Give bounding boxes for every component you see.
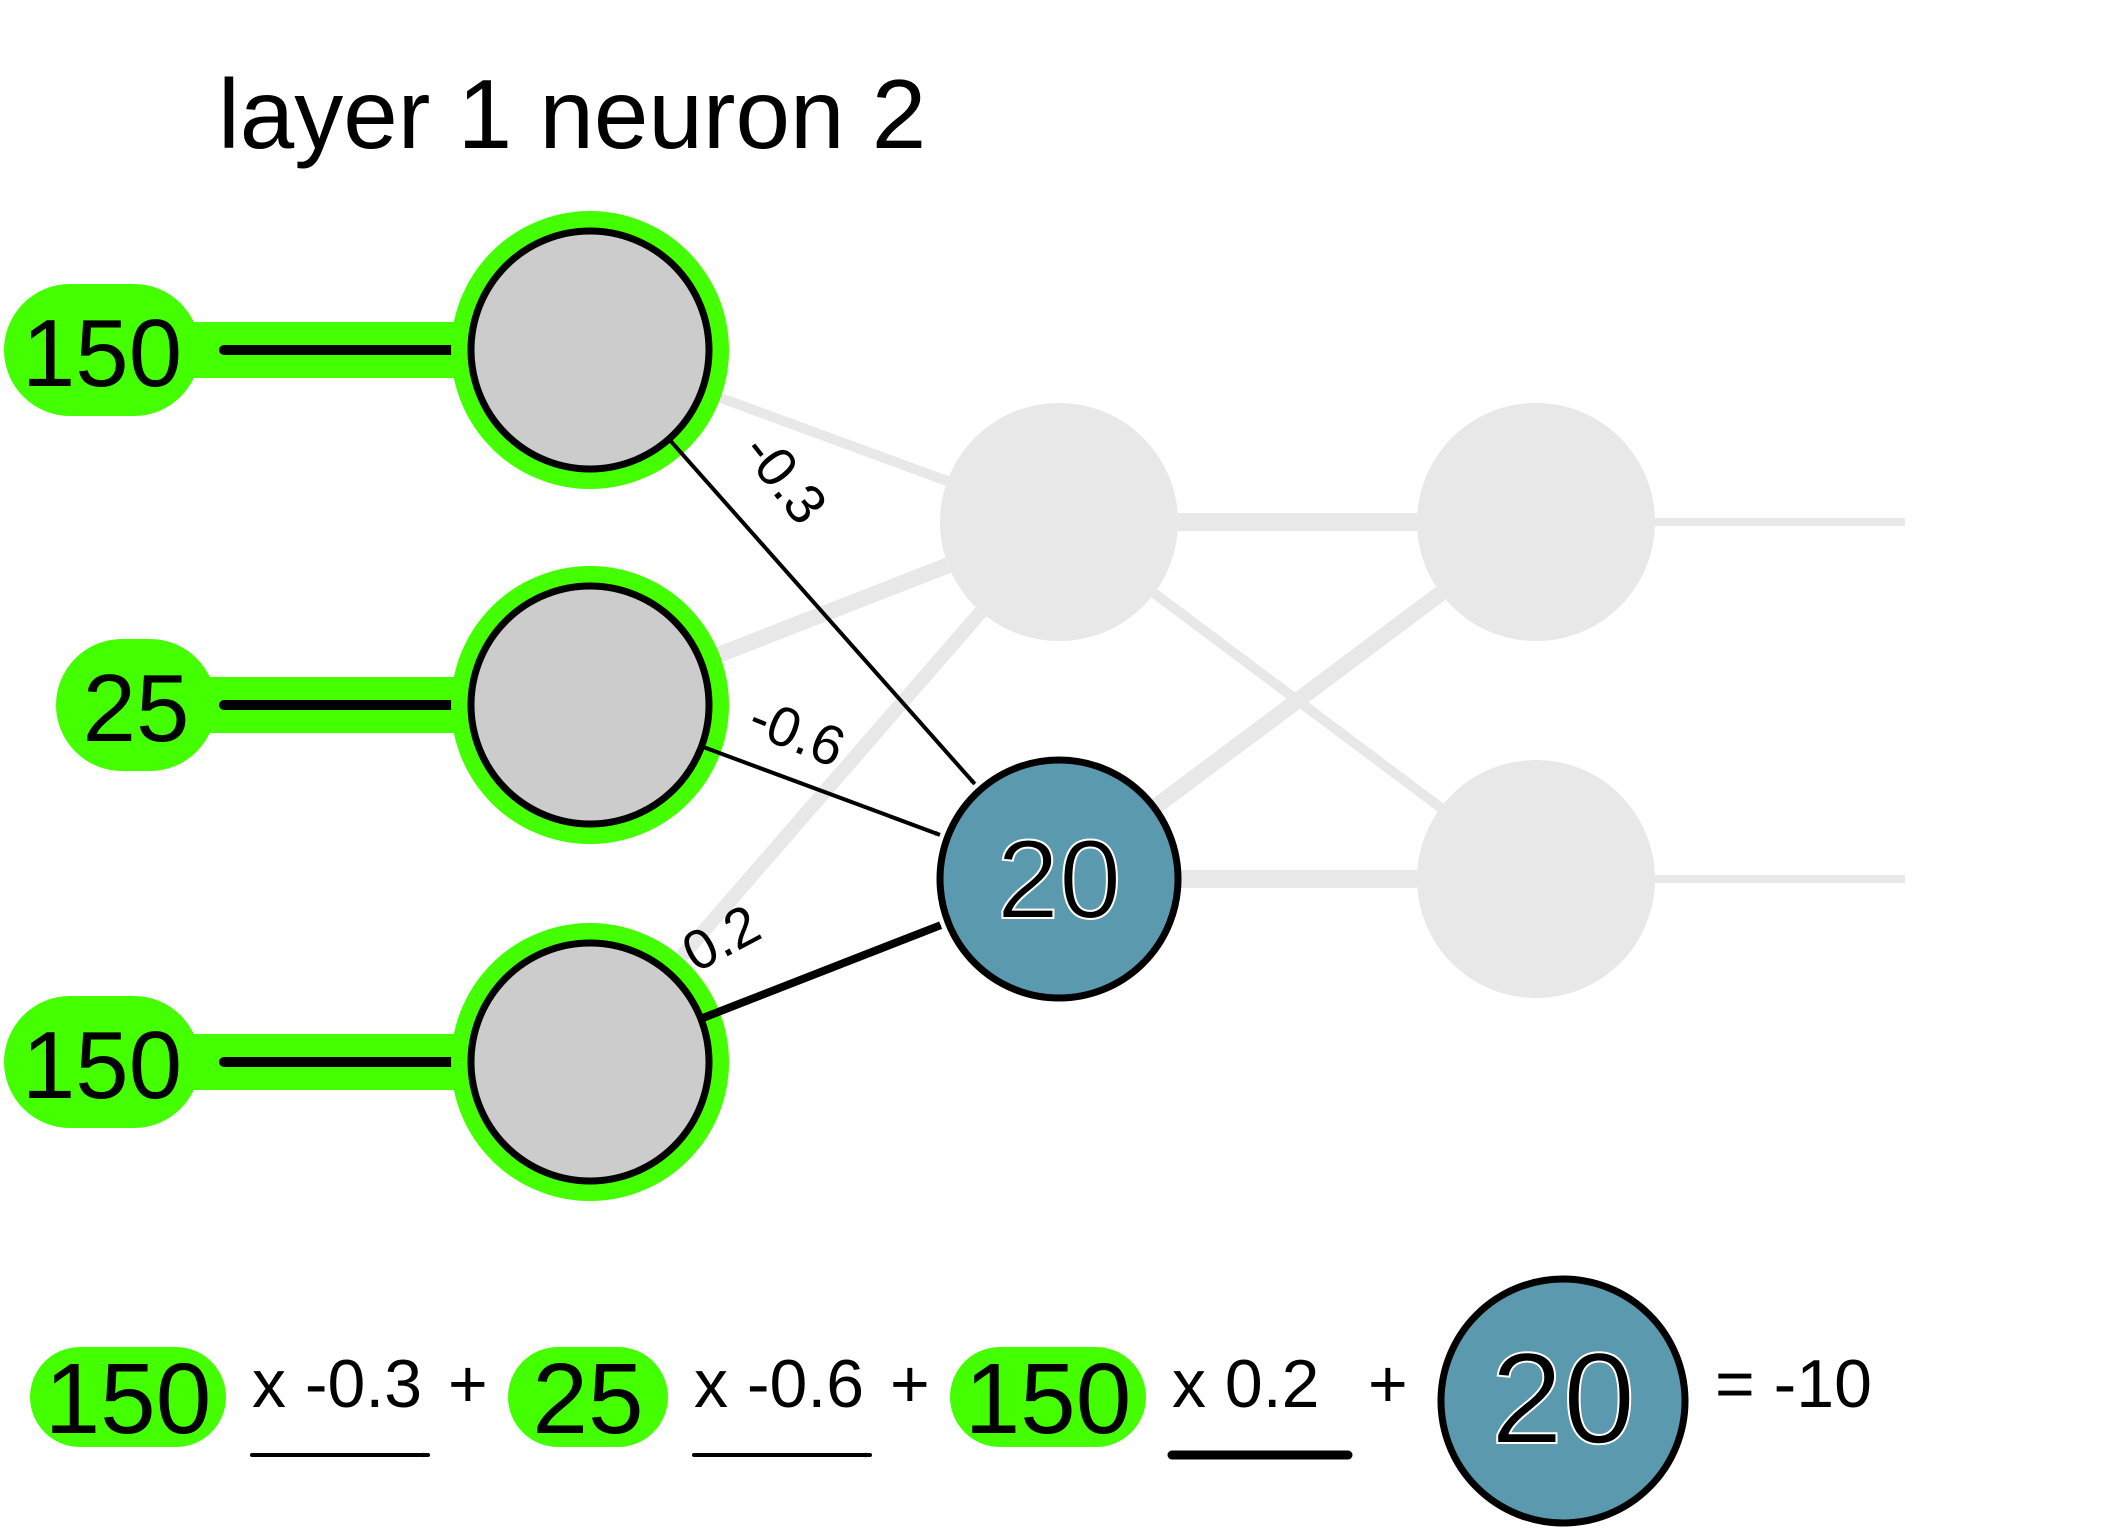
edge-input-1-to-hidden-1 <box>700 386 949 486</box>
output-neuron-1[interactable] <box>1417 403 1655 641</box>
weight-edge-2[interactable] <box>700 744 941 837</box>
hidden-neuron-1[interactable] <box>940 403 1178 641</box>
equation-row: 150 x -0.3 +25 x -0.6 +150 x 0.2 +20 = -10 <box>30 1275 1872 1527</box>
input-value-3: 150 <box>22 1012 182 1119</box>
equation-bias-value: 20 <box>1491 1325 1636 1471</box>
equation-result: = -10 <box>1715 1346 1872 1422</box>
equation-operator-2: + <box>890 1346 930 1422</box>
input-neuron-3[interactable] <box>467 939 713 1185</box>
equation-input-badge-3 <box>950 1347 1146 1447</box>
focus-neuron[interactable]: 20 <box>936 756 1182 1002</box>
input-badge-1 <box>4 284 200 416</box>
input-badge-3 <box>4 996 200 1128</box>
equation-input-badge-2 <box>508 1347 668 1447</box>
equation-multiplier-1: x -0.3 <box>252 1346 422 1422</box>
input-value-2: 25 <box>83 655 190 762</box>
equation-input-value-2: 25 <box>532 1343 643 1455</box>
input-neuron-2[interactable] <box>467 582 713 828</box>
equation-input-value-1: 150 <box>45 1343 212 1455</box>
diagram-title: layer 1 neuron 2 <box>218 59 926 169</box>
input-layer <box>451 211 729 1201</box>
weight-edge-3[interactable] <box>699 921 943 1023</box>
focus-neuron-circle[interactable] <box>936 756 1182 1002</box>
edge-hidden-2-to-output-1 <box>1149 586 1446 815</box>
input-badge-2 <box>56 639 216 771</box>
equation-input-value-3: 150 <box>965 1343 1132 1455</box>
equation-multiplier-3: x 0.2 <box>1172 1346 1319 1422</box>
equation-bias-circle <box>1437 1275 1689 1527</box>
weight-edge-1[interactable] <box>667 437 977 786</box>
equation-input-badge-1 <box>30 1347 226 1447</box>
equation-operator-1: + <box>448 1346 488 1422</box>
inactive-neurons <box>940 403 1655 998</box>
input-value-1: 150 <box>22 300 182 407</box>
inactive-edges <box>662 386 1906 977</box>
input-neuron-1[interactable] <box>467 227 713 473</box>
weight-label-2: -0.6 <box>741 685 854 780</box>
focus-neuron-bias: 20 <box>997 817 1122 942</box>
output-neuron-2[interactable] <box>1417 760 1655 998</box>
input-badges: 150 25 150 <box>4 284 216 1128</box>
equation-multiplier-2: x -0.6 <box>694 1346 864 1422</box>
equation-operator-3: + <box>1368 1346 1408 1422</box>
